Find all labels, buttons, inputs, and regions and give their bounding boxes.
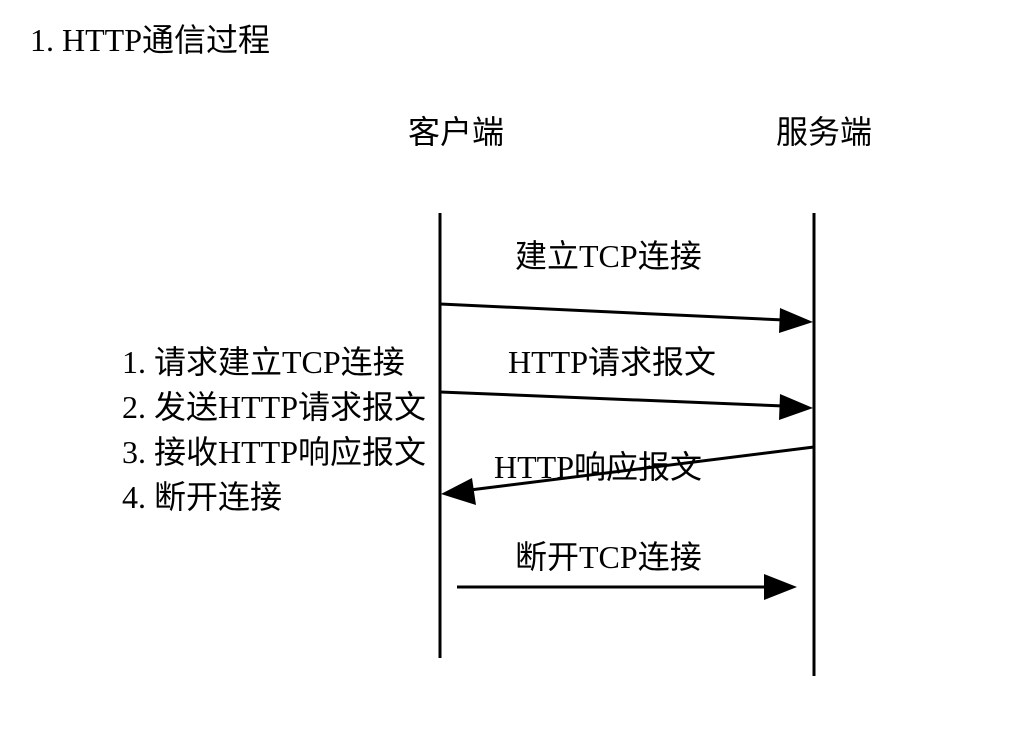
message-arrow-request [439, 390, 785, 408]
message-label-connect: 建立TCP连接 [515, 238, 702, 274]
server-label: 服务端 [776, 114, 873, 150]
step-item: 2. 发送HTTP请求报文 [122, 389, 427, 425]
step-item: 4. 断开连接 [122, 479, 283, 515]
step-item: 1. 请求建立TCP连接 [122, 344, 405, 380]
steps-list: 1. 请求建立TCP连接 2. 发送HTTP请求报文 3. 接收HTTP响应报文… [122, 340, 426, 520]
message-arrow-response [469, 445, 815, 492]
message-label-request: HTTP请求报文 [508, 344, 717, 380]
arrowhead-request [779, 394, 813, 420]
step-item: 3. 接收HTTP响应报文 [122, 434, 427, 470]
message-label-response: HTTP响应报文 [494, 449, 703, 485]
arrowhead-disconnect [764, 574, 797, 600]
arrowhead-connect [779, 308, 813, 333]
arrowhead-response [441, 478, 476, 505]
client-label: 客户端 [408, 114, 505, 150]
message-arrow-connect [439, 302, 785, 322]
page-title: 1. HTTP通信过程 [30, 22, 271, 58]
message-label-disconnect: 断开TCP连接 [515, 539, 702, 575]
